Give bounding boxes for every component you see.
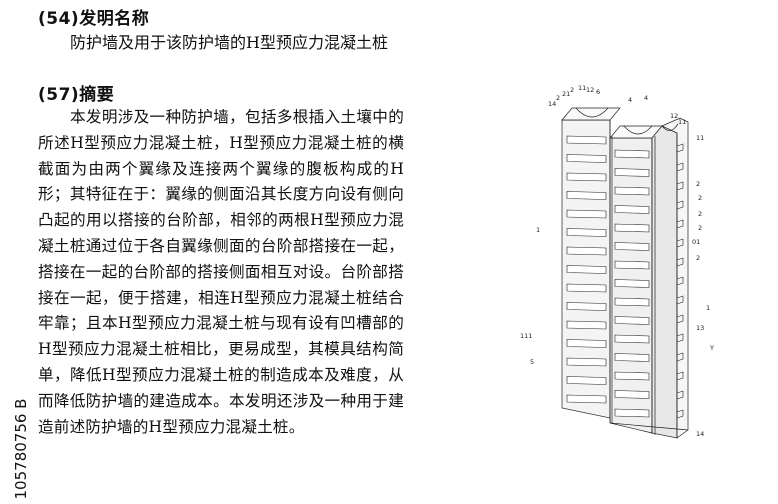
step-notch xyxy=(676,257,684,267)
reference-numeral: 11 xyxy=(696,134,704,142)
reference-numeral: 5 xyxy=(530,358,534,366)
wall-slat xyxy=(614,149,650,159)
wall-slat xyxy=(614,260,650,270)
reference-numeral: 2 xyxy=(698,210,702,218)
step-notch xyxy=(676,390,684,400)
wall-slat xyxy=(614,408,650,418)
wall-slat xyxy=(614,168,650,177)
wall-slat xyxy=(566,209,607,219)
reference-numeral: 2 xyxy=(570,86,574,94)
reference-numeral: 21 xyxy=(562,90,570,98)
wall-slat xyxy=(566,135,607,145)
invention-title: 防护墙及用于该防护墙的H型预应力混凝土桩 xyxy=(70,33,388,52)
abstract-heading: (57)摘要 xyxy=(38,85,115,105)
wall-slat xyxy=(614,334,650,344)
reference-numeral: 4 xyxy=(628,96,632,104)
wall-slat xyxy=(566,265,607,274)
reference-numeral: 11 xyxy=(578,84,586,92)
step-notch xyxy=(676,409,684,419)
wall-slat xyxy=(566,394,607,404)
reference-numeral: 2 xyxy=(698,224,702,232)
step-notch xyxy=(676,371,684,381)
wall-slat xyxy=(566,283,607,293)
reference-numeral: 6 xyxy=(596,88,600,96)
reference-numeral: 2 xyxy=(696,180,700,188)
wall-slat xyxy=(566,228,607,237)
wall-slat xyxy=(566,376,607,385)
reference-numeral: 1 xyxy=(536,226,540,234)
step-notch xyxy=(676,162,684,172)
reference-numeral: 12 xyxy=(670,112,678,120)
step-notch xyxy=(676,352,684,362)
step-notch xyxy=(676,295,684,305)
reference-numeral: 13 xyxy=(696,324,704,332)
wall-slat xyxy=(566,154,607,163)
reference-numeral: 14 xyxy=(548,100,556,108)
reference-numeral: 11 xyxy=(678,118,686,126)
reference-numeral: 2 xyxy=(698,194,702,202)
wall-slat xyxy=(566,320,607,330)
reference-numeral: Y xyxy=(709,344,714,352)
wall-slat xyxy=(566,191,607,200)
wall-slat xyxy=(614,316,650,325)
step-notch xyxy=(676,181,684,191)
wall-slat xyxy=(614,297,650,307)
wall-slat xyxy=(566,172,607,182)
reference-numeral: 4 xyxy=(644,94,648,102)
step-notch xyxy=(676,238,684,248)
reference-numeral: 01 xyxy=(692,238,700,246)
reference-numeral: 1 xyxy=(706,304,710,312)
wall-slat xyxy=(566,339,607,348)
wall-slat xyxy=(566,302,607,311)
step-notch xyxy=(676,276,684,286)
reference-numeral: 2 xyxy=(696,254,700,262)
reference-numeral: 12 xyxy=(586,86,594,94)
reference-numeral: 111 xyxy=(520,332,532,340)
patent-number: 105780756 B xyxy=(12,398,30,500)
step-notch xyxy=(676,333,684,343)
title-heading: (54)发明名称 xyxy=(38,9,150,29)
abstract-body: 本发明涉及一种防护墙，包括多根插入土壤中的所述H型预应力混凝土桩，H型预应力混凝… xyxy=(38,108,404,436)
wall-slat xyxy=(614,242,650,251)
step-notch xyxy=(676,200,684,210)
step-notch xyxy=(676,143,684,153)
reference-numeral: 2 xyxy=(556,94,560,102)
wall-slat xyxy=(614,205,650,214)
step-notch xyxy=(676,219,684,229)
step-notch xyxy=(676,314,684,324)
wall-slat xyxy=(614,223,650,233)
wall-slat xyxy=(614,279,650,288)
wall-slat xyxy=(566,357,607,367)
wall-slat xyxy=(566,246,607,256)
reference-numeral: 14 xyxy=(696,430,704,438)
wall-slat xyxy=(614,371,650,381)
wall-slat xyxy=(614,353,650,362)
wall-slat xyxy=(614,390,650,399)
wall-slat xyxy=(614,186,650,196)
